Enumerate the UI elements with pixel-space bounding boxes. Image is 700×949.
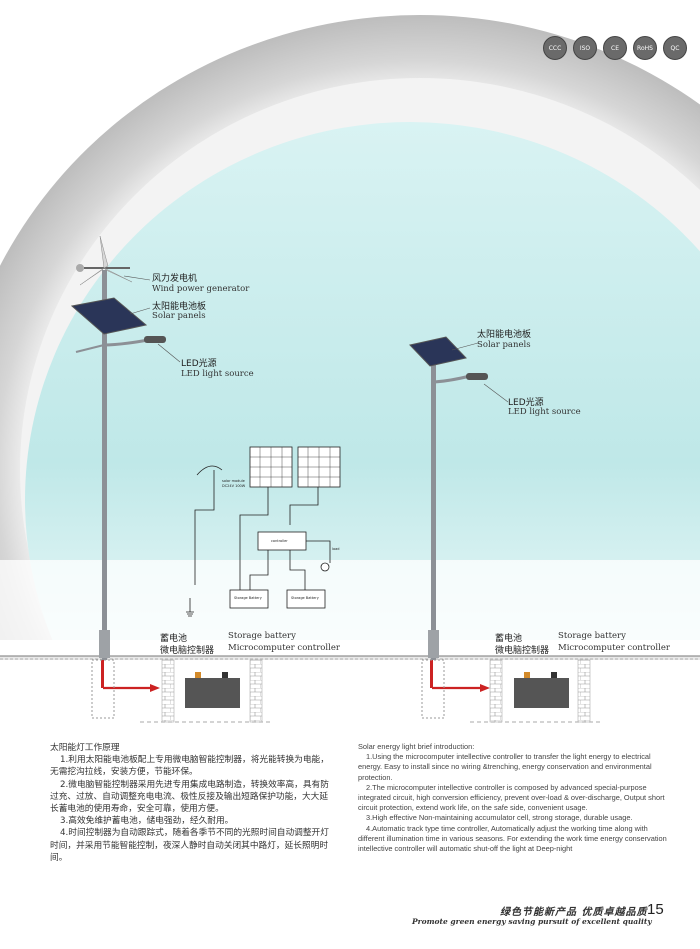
page-number: 15 [647, 901, 664, 918]
diagram-battery2-label: Storage Battery [291, 596, 319, 600]
english-intro-p1: 1.Using the microcomputer intellective c… [358, 752, 652, 782]
chinese-intro-p3: 3.高效免维护蓄电池，储电强劲，经久耐用。 [60, 816, 234, 827]
diagram-battery1-label: Storage Battery [234, 596, 262, 600]
right-led-label-cn: LED光源 [508, 398, 544, 408]
english-introduction: Solar energy light brief introduction: 1… [358, 742, 670, 854]
right-battery-label-en: Storage battery [558, 631, 626, 641]
chinese-intro-title: 太阳能灯工作原理 [50, 743, 120, 753]
chinese-intro-p2: 2.微电脑智能控制器采用先进专用集成电路制造，转换效率高，具有防过充、过放、自动… [50, 779, 329, 815]
left-wind-label-en: Wind power generator [152, 284, 250, 294]
right-solar-label-en: Solar panels [477, 340, 531, 350]
certification-badges: CCC ISO CE RoHS QC [543, 36, 687, 60]
cert-badge-icon: CCC [543, 36, 567, 60]
ground [0, 655, 700, 660]
cert-badge-icon: RoHS [633, 36, 657, 60]
left-led-label-cn: LED光源 [181, 359, 217, 369]
english-intro-title: Solar energy light brief introduction: [358, 742, 475, 751]
left-controller-label-en: Microcomputer controller [228, 643, 340, 653]
english-intro-p2: 2.The microcomputer intellective control… [358, 782, 665, 813]
cert-badge-icon: CE [603, 36, 627, 60]
english-intro-p4: 4.Automatic track type time controller, … [358, 823, 667, 854]
wiring-diagram [186, 446, 341, 617]
left-wind-label-cn: 风力发电机 [152, 274, 198, 284]
left-solar-label-cn: 太阳能电池板 [152, 302, 207, 312]
left-controller-label-cn: 微电脑控制器 [160, 646, 215, 656]
cert-badge-icon: QC [663, 36, 687, 60]
left-street-light [70, 235, 270, 723]
diagram-controller-label: controller [271, 539, 288, 543]
chinese-introduction: 太阳能灯工作原理 1.利用太阳能电池板配上专用微电脑智能控制器，将光能转换为电能… [50, 742, 330, 864]
right-led-label-en: LED light source [508, 407, 581, 417]
left-battery-label-en: Storage battery [228, 631, 296, 641]
right-controller-label-en: Microcomputer controller [558, 643, 670, 653]
right-street-light [409, 336, 600, 723]
diagram-solar-module-label: solar module [222, 479, 245, 483]
diagram-load-label: load [332, 547, 340, 551]
left-led-label-en: LED light source [181, 369, 254, 379]
left-battery-label-cn: 蓄电池 [160, 634, 188, 644]
footer-slogan-en: Promote green energy saving pursuit of e… [412, 917, 652, 926]
diagram-solar-sub-label: DC24V 100W [222, 484, 246, 488]
footer-slogan-cn: 绿色节能新产品 优质卓越品质 [500, 907, 648, 918]
cert-badge-icon: ISO [573, 36, 597, 60]
right-battery-label-cn: 蓄电池 [495, 634, 523, 644]
right-solar-label-cn: 太阳能电池板 [477, 330, 532, 340]
chinese-intro-p4: 4.时间控制器为自动跟踪式，随着各季节不同的光照时间自动调整开灯时间，并采用节能… [50, 828, 329, 863]
right-controller-label-cn: 微电脑控制器 [495, 646, 550, 656]
chinese-intro-p1: 1.利用太阳能电池板配上专用微电脑智能控制器，将光能转换为电能，无需挖沟拉线，安… [50, 755, 329, 778]
left-solar-label-en: Solar panels [152, 311, 206, 321]
english-intro-p3: 3.High effective Non-maintaining accumul… [366, 813, 633, 823]
